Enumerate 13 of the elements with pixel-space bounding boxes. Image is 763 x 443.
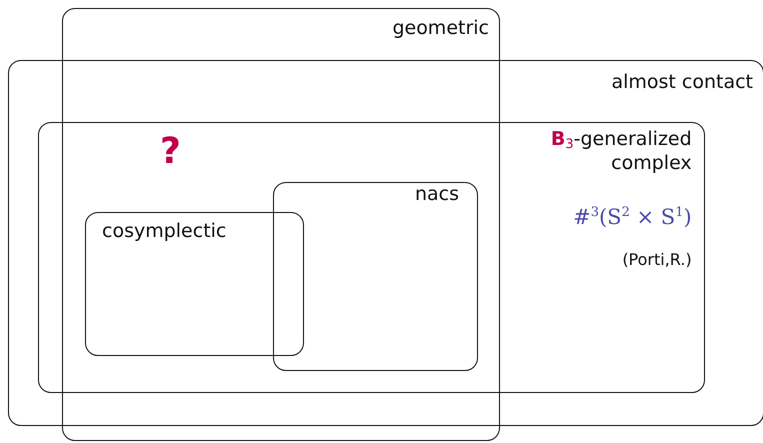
region-label: almost contact [611, 71, 753, 94]
set-region [62, 8, 500, 441]
region-label: cosymplectic [102, 220, 226, 243]
set-region [8, 60, 763, 426]
region-label: geometric [392, 17, 489, 40]
region-label: B$_{3}$-generalized complex [550, 128, 692, 176]
set-region [85, 212, 304, 356]
set-region [273, 182, 478, 371]
set-region [38, 122, 705, 393]
question-mark: ? [160, 134, 181, 170]
region-label: nacs [414, 183, 459, 206]
note: (Porti,R.) [622, 250, 692, 269]
formula: #$^{3}$(S$^{2}$ × S$^{1}$) [573, 204, 692, 230]
